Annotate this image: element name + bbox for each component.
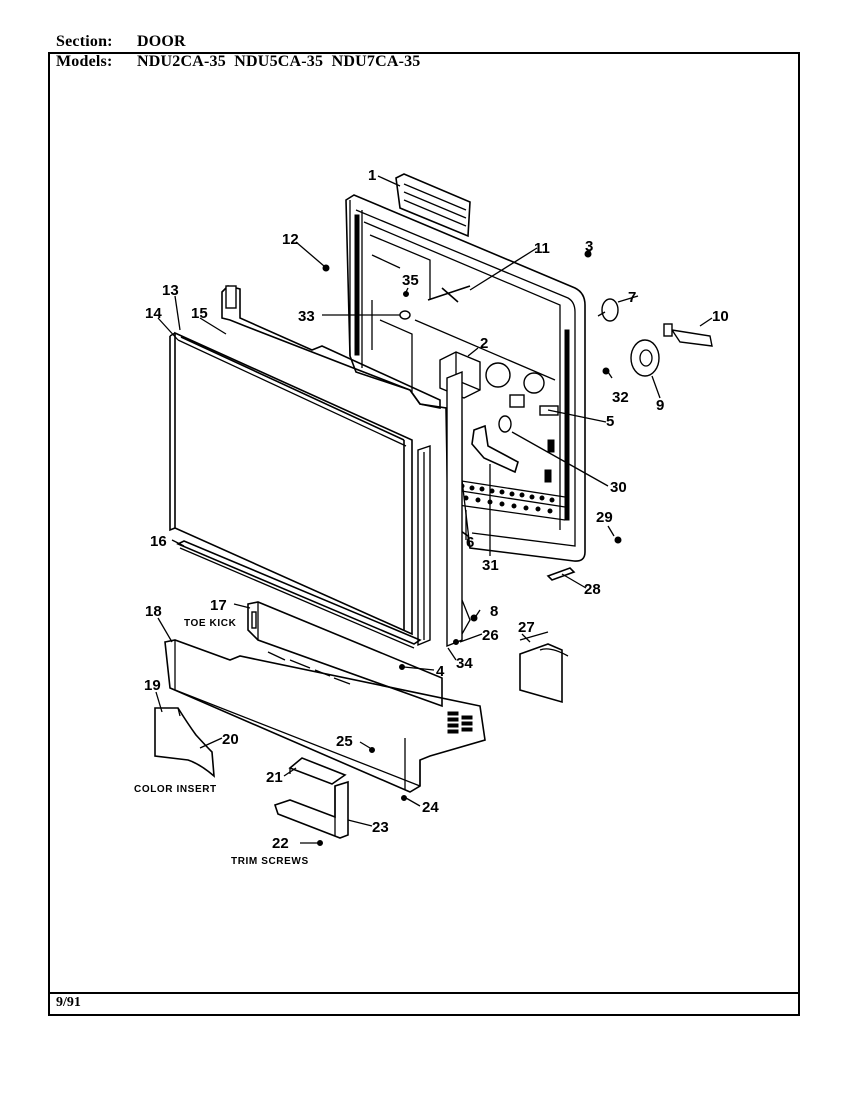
- access-panel: [164, 639, 486, 793]
- callout-27: 27: [518, 619, 535, 636]
- callout-25: 25: [336, 733, 353, 750]
- footer-rule: [48, 992, 800, 994]
- part-9: [630, 339, 660, 377]
- bracket-23: [273, 780, 349, 839]
- callout-19: 19: [144, 677, 161, 694]
- part-7: [597, 298, 619, 322]
- callout-28: 28: [584, 581, 601, 598]
- callout-13: 13: [162, 282, 179, 299]
- part-31: [471, 424, 519, 474]
- callout-18: 18: [145, 603, 162, 620]
- color-insert: [154, 707, 215, 778]
- callout-7: 7: [628, 289, 636, 306]
- toe-kick-panel: [247, 601, 443, 708]
- callout-11: 11: [534, 240, 550, 257]
- color-insert-caption: COLOR INSERT: [134, 784, 217, 795]
- callout-26: 26: [482, 627, 499, 644]
- callout-10: 10: [712, 308, 729, 325]
- door-liner: [221, 285, 441, 409]
- callout-8: 8: [490, 603, 498, 620]
- part-30: [498, 415, 512, 433]
- callout-23: 23: [372, 819, 389, 836]
- callout-2: 2: [480, 335, 488, 352]
- cover-27: [519, 631, 569, 704]
- part-10: [663, 323, 713, 347]
- callout-32: 32: [612, 389, 629, 406]
- callout-31: 31: [482, 557, 499, 574]
- callout-35: 35: [402, 272, 419, 289]
- callout-29: 29: [596, 509, 613, 526]
- callout-6: 6: [466, 534, 474, 551]
- callout-20: 20: [222, 731, 239, 748]
- section-label: Section:: [56, 33, 113, 50]
- leader-lines: [155, 175, 713, 844]
- callout-4: 4: [436, 663, 445, 680]
- callout-15: 15: [191, 305, 208, 322]
- callout-30: 30: [610, 479, 627, 496]
- callout-5: 5: [606, 413, 614, 430]
- callout-labels: 1 2 3 4 5 6 7 8 9 10 11 12 13 14 15 16 1…: [144, 167, 729, 852]
- bottom-strip: [176, 540, 422, 649]
- callout-12: 12: [282, 231, 299, 248]
- bracket-21: [288, 757, 347, 785]
- outer-door-panel: [169, 331, 413, 636]
- inner-door-panel: [345, 173, 586, 562]
- callout-33: 33: [298, 308, 315, 325]
- models-label: Models:: [56, 53, 113, 70]
- revision-date: 9/91: [56, 995, 81, 1010]
- section-value: DOOR: [137, 33, 186, 50]
- callout-3: 3: [585, 238, 593, 255]
- callout-14: 14: [145, 305, 162, 322]
- callout-21: 21: [266, 769, 283, 786]
- callout-1: 1: [368, 167, 376, 184]
- toe-kick-caption: TOE KICK: [184, 618, 237, 629]
- callout-16: 16: [150, 533, 167, 550]
- callout-17: 17: [210, 597, 227, 614]
- diagram-frame: [48, 52, 800, 1016]
- perforations: [459, 483, 555, 514]
- callout-24: 24: [422, 799, 439, 816]
- trim-screws-caption: TRIM SCREWS: [231, 856, 309, 867]
- models-value: NDU2CA-35 NDU5CA-35 NDU7CA-35: [137, 53, 421, 70]
- part-28: [546, 567, 576, 581]
- callout-34: 34: [456, 655, 473, 672]
- latch-bar: [417, 370, 471, 648]
- callout-9: 9: [656, 397, 664, 414]
- callout-22: 22: [272, 835, 289, 852]
